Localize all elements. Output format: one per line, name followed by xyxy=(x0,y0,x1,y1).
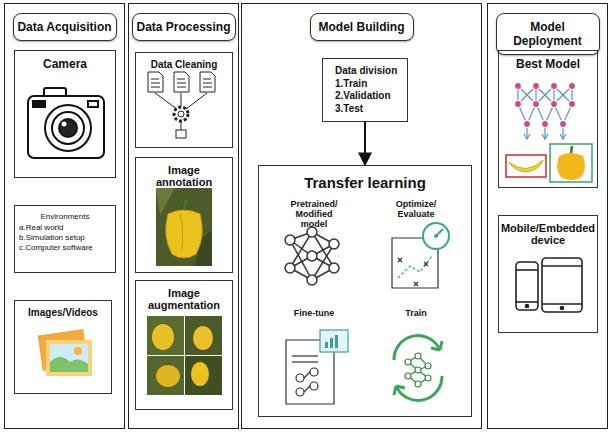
node-title: Model Deployment xyxy=(496,13,600,55)
pretrained-item: Pretrained/ Modified model xyxy=(264,195,364,235)
data-division-box: Data division1.Train2.Validation3.Test xyxy=(322,58,408,122)
evaluate-icon xyxy=(392,223,449,288)
cleaning-box: Data Cleaning xyxy=(135,52,233,148)
node-title: Best Model xyxy=(499,57,597,71)
node-title: Camera xyxy=(15,57,115,71)
node-title: Fine-tune xyxy=(264,308,364,318)
node-text: c.Computer software xyxy=(19,243,115,253)
node-text: 1.Train xyxy=(335,78,407,91)
augmentation-grid xyxy=(147,316,222,395)
acquisition-panel: Data AcquisitionCameraEnvironments a.Real… xyxy=(4,3,125,429)
detections xyxy=(506,144,592,182)
node-title: Images/Videos xyxy=(15,307,111,318)
camera-box: Camera xyxy=(14,50,116,178)
best-model-box: Best Model xyxy=(498,50,598,188)
node-title: Data Cleaning xyxy=(136,59,232,70)
node-title: Transfer learning xyxy=(259,174,471,191)
node-title: Data division xyxy=(335,65,407,78)
node-title: Data Processing xyxy=(132,13,236,41)
annotation-box: Image annotation xyxy=(135,157,233,273)
train-icon xyxy=(394,336,442,401)
node-title: Image annotation xyxy=(148,164,220,188)
fine-tune-item: Fine-tune xyxy=(264,304,364,328)
node-title: Model Building xyxy=(310,13,414,41)
node-title: Environments xyxy=(15,212,115,221)
optimize-item: Optimize/ Evaluate xyxy=(366,195,466,235)
camera-icon xyxy=(28,88,104,158)
node-text: 2.Validation xyxy=(335,90,407,103)
node-title: Mobile/Embedded device xyxy=(500,222,596,246)
best-model-network xyxy=(515,83,576,140)
node-title: Train xyxy=(366,308,466,318)
deployment-panel: Model DeploymentBest ModelMobile/Embedde… xyxy=(487,3,608,429)
building-panel: Model BuildingData division1.Train2.Vali… xyxy=(241,3,482,429)
device-icon xyxy=(516,258,582,312)
node-text: b.Simulation setup xyxy=(19,233,115,243)
node-title: Pretrained/ Modified model xyxy=(282,199,346,229)
transfer-learning-box: Transfer learningPretrained/ Modified mo… xyxy=(258,165,472,417)
data-cleaning-icon xyxy=(148,72,215,138)
fine-tune-icon xyxy=(286,330,348,404)
network-icon xyxy=(285,227,339,285)
flow-arrow xyxy=(364,122,366,165)
node-title: Data Acquisition xyxy=(13,13,117,41)
node-text: a.Real world xyxy=(19,223,115,233)
node-text: 3.Test xyxy=(335,103,407,116)
images-icon xyxy=(38,329,92,376)
node-title: Optimize/ Evaluate xyxy=(384,199,448,219)
images-box: Images/Videos xyxy=(14,300,112,394)
annotation-photo xyxy=(156,188,212,266)
train-item: Train xyxy=(366,304,466,328)
augmentation-box: Image augmentation xyxy=(135,280,233,410)
processing-panel: Data ProcessingData CleaningImage annota… xyxy=(128,3,239,429)
environments-box: Environments a.Real worldb.Simulation set… xyxy=(14,205,116,273)
device-box: Mobile/Embedded device xyxy=(498,215,598,333)
node-title: Image augmentation xyxy=(144,287,224,311)
